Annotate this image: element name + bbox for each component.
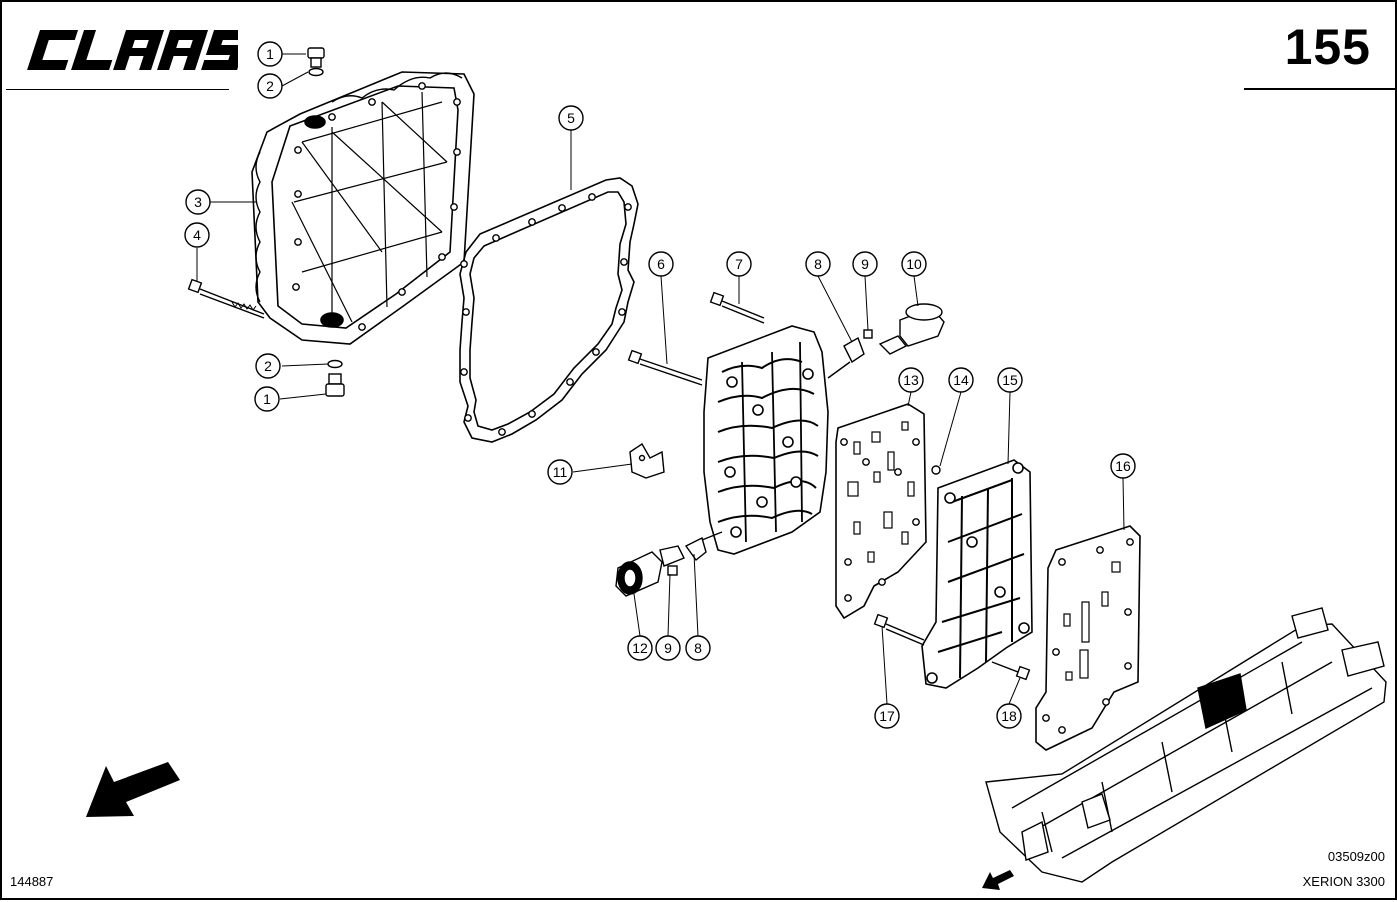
callout-2-bottom: 2 xyxy=(255,353,281,379)
part-plug-bottom xyxy=(325,359,345,397)
callout-17: 17 xyxy=(874,703,900,729)
header-rule-right xyxy=(1244,88,1397,90)
callout-label: 1 xyxy=(263,391,271,407)
direction-arrow-small xyxy=(982,870,1014,890)
tractor-frame-inset xyxy=(985,607,1387,883)
part-bolt-18 xyxy=(991,661,1031,681)
callout-7: 7 xyxy=(726,251,752,277)
callout-4: 4 xyxy=(184,222,210,248)
part-solenoid-top xyxy=(827,303,945,379)
part-bolt-6 xyxy=(627,349,703,386)
callout-label: 17 xyxy=(879,708,895,724)
part-solenoid-bottom xyxy=(615,531,723,597)
part-housing xyxy=(251,71,475,345)
callout-8-bottom: 8 xyxy=(685,635,711,661)
callout-6: 6 xyxy=(648,251,674,277)
part-bolt-7 xyxy=(709,291,765,324)
header-rule-left xyxy=(6,89,229,90)
part-pin xyxy=(931,465,941,475)
model-name: XERION 3300 xyxy=(1302,874,1385,889)
part-separator-plate-16 xyxy=(1035,525,1141,751)
callout-label: 4 xyxy=(193,227,201,243)
callout-12: 12 xyxy=(627,635,653,661)
part-bracket xyxy=(629,443,665,479)
callout-label: 3 xyxy=(194,194,202,210)
part-plug-top xyxy=(307,47,325,77)
callout-9-bottom: 9 xyxy=(655,635,681,661)
callout-16: 16 xyxy=(1110,453,1136,479)
callout-label: 7 xyxy=(735,256,743,272)
callout-label: 11 xyxy=(553,464,568,480)
part-separator-plate-13 xyxy=(835,403,927,620)
callout-markers: 1 2 3 4 2 1 5 6 7 8 9 10 11 12 9 8 13 14… xyxy=(184,41,1136,729)
callout-10: 10 xyxy=(901,251,927,277)
callout-label: 10 xyxy=(906,256,922,272)
callout-13: 13 xyxy=(898,367,924,393)
callout-label: 6 xyxy=(657,256,665,272)
callout-14: 14 xyxy=(948,367,974,393)
callout-15: 15 xyxy=(997,367,1023,393)
callout-label: 12 xyxy=(632,640,648,656)
callout-label: 13 xyxy=(903,372,919,388)
callout-11: 11 xyxy=(547,459,573,485)
direction-arrow-large xyxy=(86,762,180,817)
part-bolt-long xyxy=(187,278,265,319)
callout-3: 3 xyxy=(185,189,211,215)
callout-label: 14 xyxy=(953,372,969,388)
part-gasket xyxy=(459,177,639,443)
callout-18: 18 xyxy=(996,703,1022,729)
callout-label: 8 xyxy=(814,256,822,272)
callout-label: 18 xyxy=(1001,708,1017,724)
callout-label: 9 xyxy=(664,640,672,656)
callout-label: 2 xyxy=(266,78,274,94)
leader-lines xyxy=(196,53,1125,705)
claas-logo-mark xyxy=(27,30,251,70)
callout-label: 9 xyxy=(861,256,869,272)
callout-label: 5 xyxy=(567,110,575,126)
callout-8-top: 8 xyxy=(805,251,831,277)
callout-9-top: 9 xyxy=(852,251,878,277)
page-number: 155 xyxy=(1284,19,1371,75)
callout-label: 2 xyxy=(264,358,272,374)
document-number: 144887 xyxy=(10,874,54,889)
callout-label: 16 xyxy=(1115,458,1131,474)
callout-label: 1 xyxy=(266,46,274,62)
callout-5: 5 xyxy=(558,105,584,131)
callout-label: 15 xyxy=(1002,372,1018,388)
part-bolt-17 xyxy=(873,613,925,646)
callout-label: 8 xyxy=(694,640,702,656)
part-valve-body xyxy=(703,325,829,555)
callout-2-top: 2 xyxy=(257,73,283,99)
part-valve-plate-15 xyxy=(921,459,1033,689)
claas-logo xyxy=(16,24,251,76)
drawing-code: 03509z00 xyxy=(1327,849,1385,864)
callout-1-bottom: 1 xyxy=(254,386,280,412)
callout-1-top: 1 xyxy=(257,41,283,67)
